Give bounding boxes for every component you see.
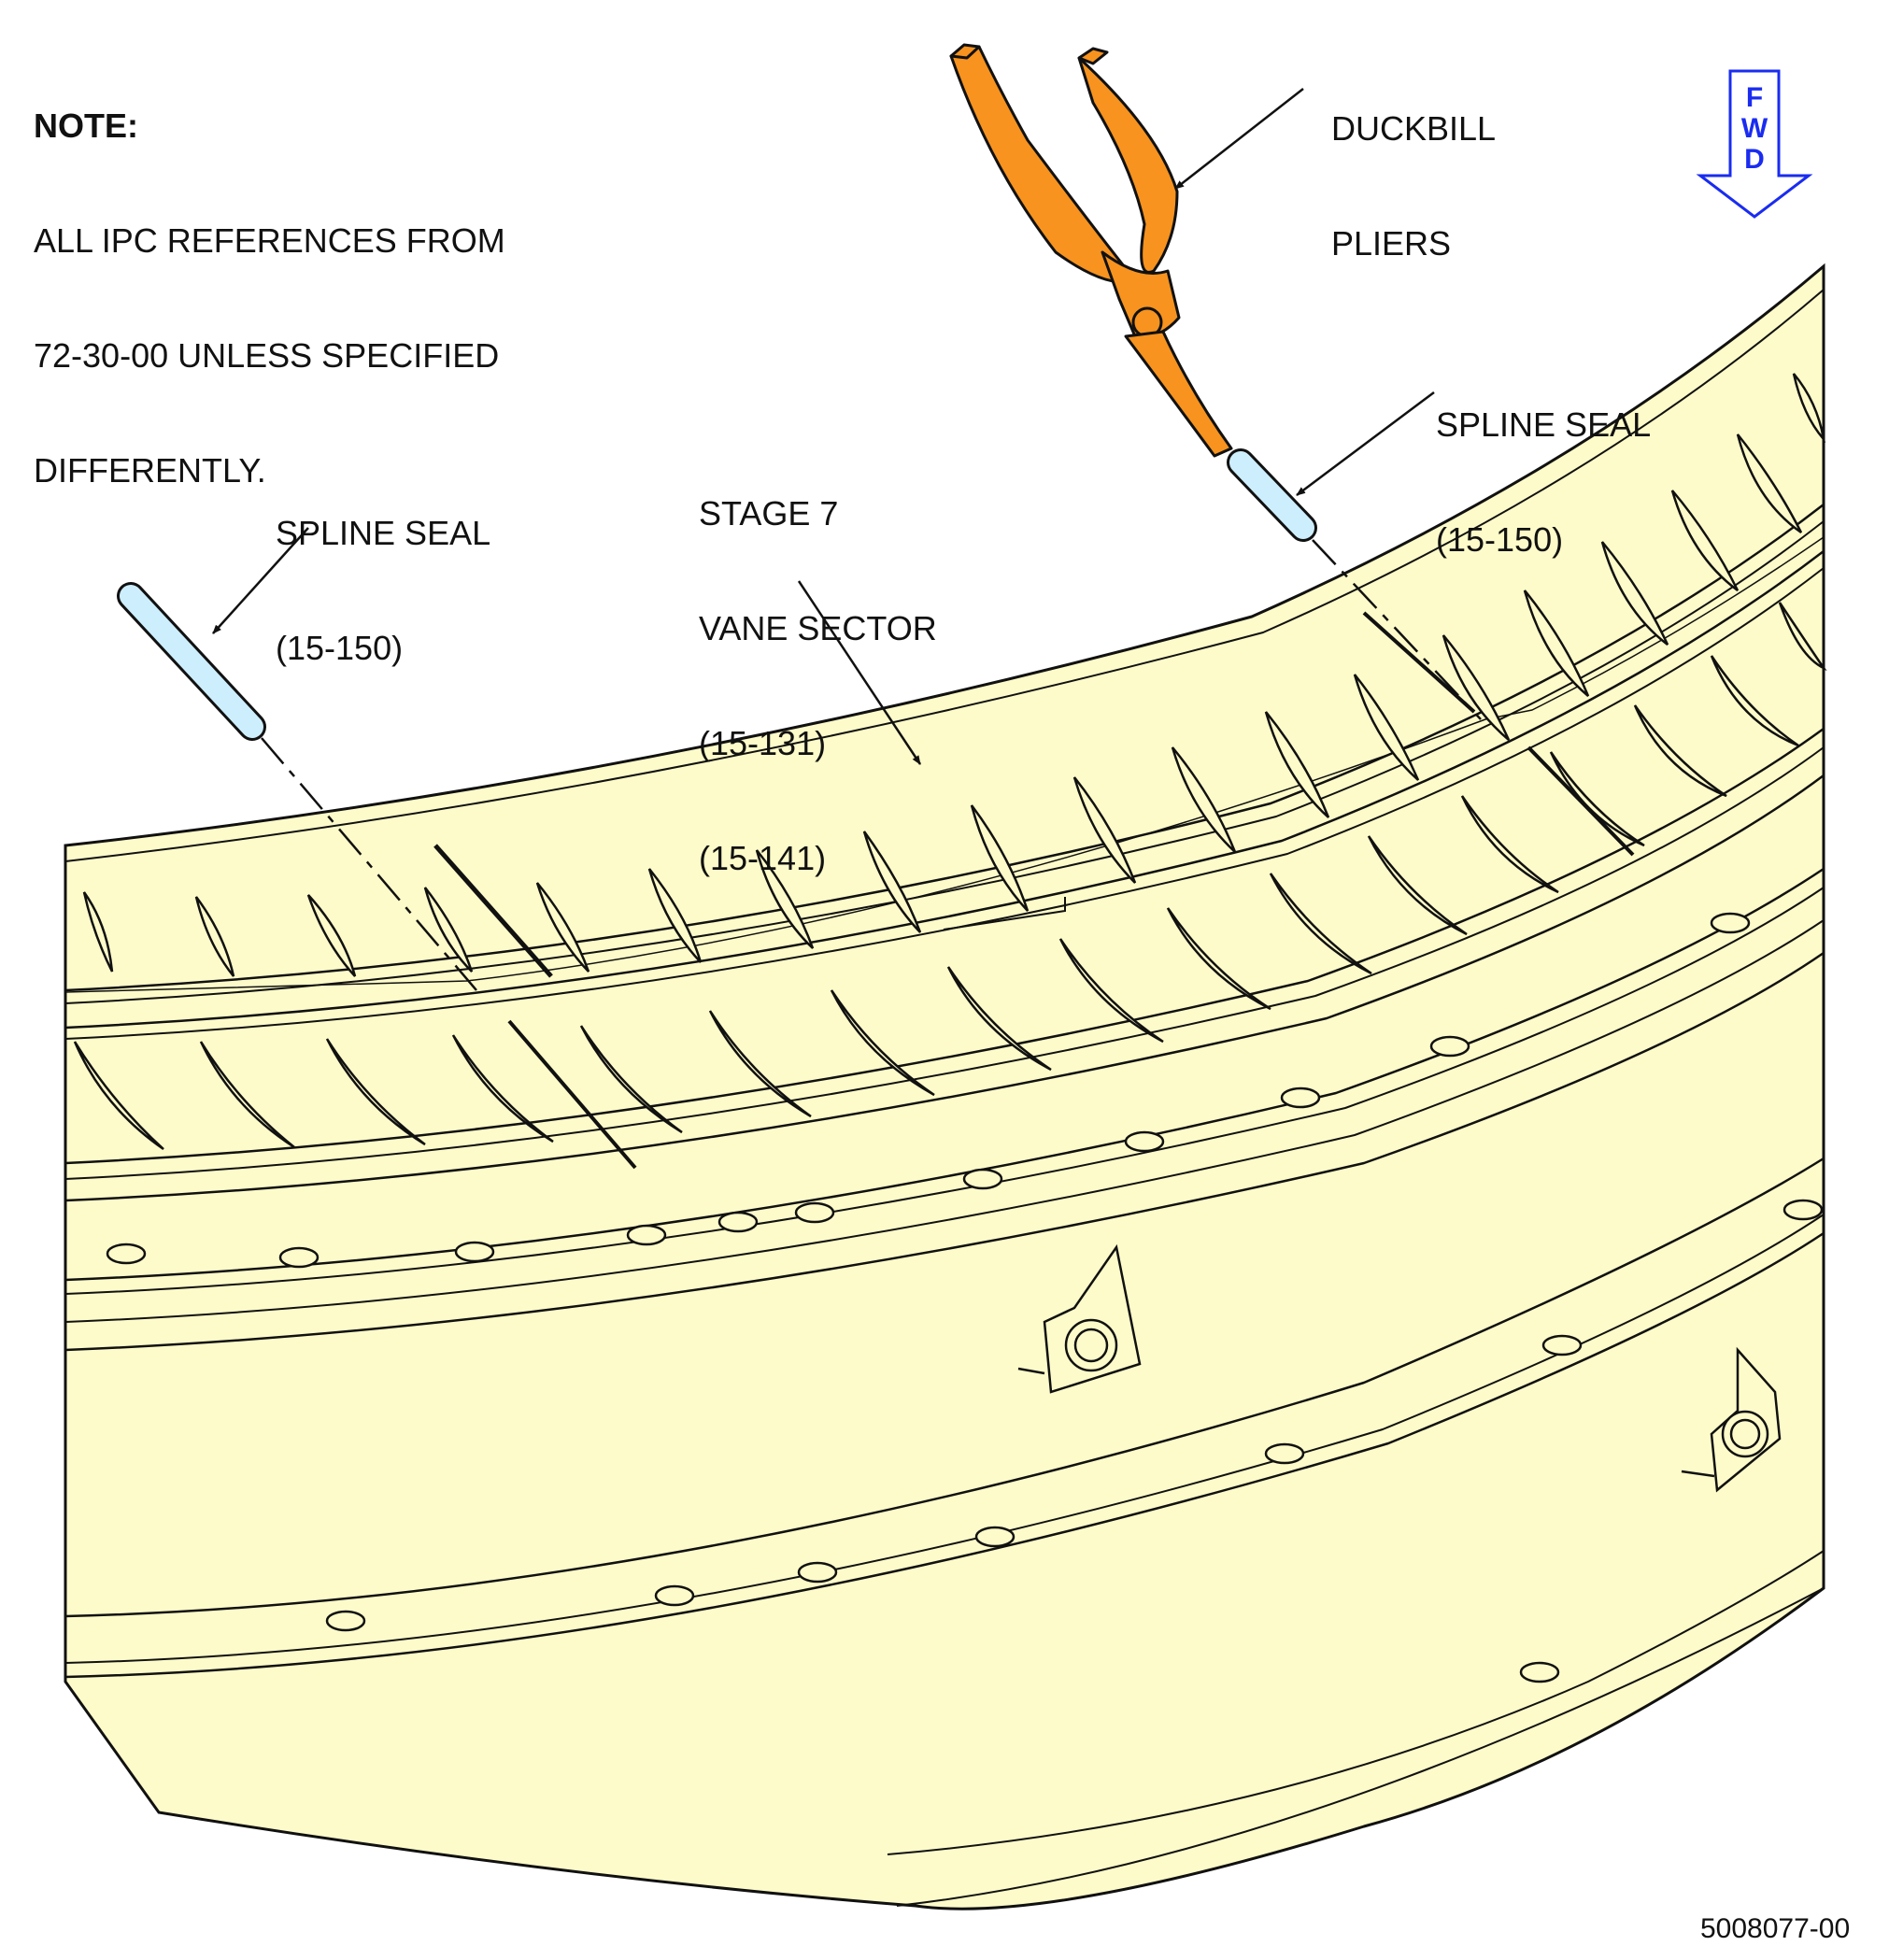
install-path-right [1312, 539, 1482, 720]
lug-right [1681, 1346, 1782, 1493]
duckbill-pliers [949, 43, 1233, 458]
vane-band-top-inner [64, 520, 1825, 1004]
label-line: (15-150) [276, 629, 404, 667]
label-line: (15-131) [699, 724, 827, 762]
label-spline-seal-right: SPLINE SEAL (15-150) [1436, 329, 1651, 597]
label-line: DUCKBILL [1331, 109, 1497, 148]
fwd-letter-w: W [1741, 113, 1768, 144]
label-line: PLIERS [1331, 224, 1452, 263]
note-line: ALL IPC REFERENCES FROM [34, 221, 505, 260]
label-line: (15-150) [1436, 520, 1564, 559]
label-line: SPLINE SEAL [1436, 405, 1652, 444]
label-line: VANE SECTOR [699, 609, 937, 647]
label-line: SPLINE SEAL [276, 514, 491, 552]
install-path-left [261, 737, 477, 991]
vane-airfoils-lower [73, 602, 1827, 1151]
stator-case [64, 263, 1825, 1910]
fwd-arrow: F W D [1696, 69, 1813, 219]
label-line: (15-141) [699, 839, 827, 877]
note-title: NOTE: [34, 107, 138, 145]
note-line: DIFFERENTLY. [34, 451, 266, 490]
bolt-holes [106, 912, 1824, 1683]
label-spline-seal-left: SPLINE SEAL (15-150) [276, 437, 490, 705]
label-vane-sector: STAGE 7 VANE SECTOR (15-131) (15-141) [699, 418, 937, 916]
vane-airfoils-upper [82, 373, 1825, 977]
vane-band-bottom-inner [64, 567, 1825, 1040]
note-block: NOTE: ALL IPC REFERENCES FROM 72-30-00 U… [34, 30, 505, 528]
document-number: 5008077-00 [1700, 1913, 1851, 1944]
leader-lines [212, 88, 1435, 765]
lug-left [1017, 1243, 1142, 1394]
outer-flange-edge [64, 289, 1825, 862]
label-duckbill-pliers: DUCKBILL PLIERS [1331, 33, 1496, 301]
note-line: 72-30-00 UNLESS SPECIFIED [34, 336, 500, 375]
fwd-letter-d: D [1744, 144, 1765, 175]
label-line: STAGE 7 [699, 494, 839, 533]
fwd-letter-f: F [1746, 82, 1763, 113]
